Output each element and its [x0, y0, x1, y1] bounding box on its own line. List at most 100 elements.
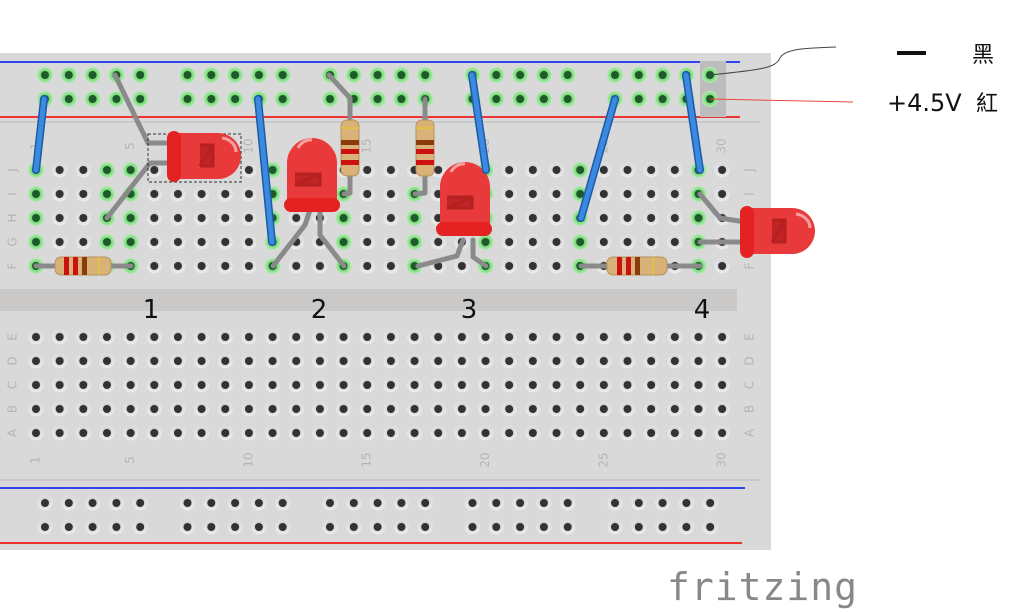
hole-A26[interactable]	[623, 429, 632, 437]
bottom-rail-pos-hole-13[interactable]	[373, 523, 382, 531]
bottom-rail-neg-hole-10[interactable]	[278, 499, 287, 507]
hole-H17[interactable]	[410, 214, 419, 222]
hole-J25[interactable]	[599, 166, 608, 174]
bottom-rail-pos-hole-12[interactable]	[349, 523, 358, 531]
hole-G28[interactable]	[670, 238, 679, 246]
hole-E29[interactable]	[694, 333, 703, 341]
resistor-r1[interactable]	[54, 256, 112, 276]
resistor-r4[interactable]	[606, 256, 668, 276]
hole-H5[interactable]	[126, 214, 135, 222]
hole-D30[interactable]	[718, 357, 727, 365]
hole-J5[interactable]	[126, 166, 135, 174]
bottom-rail-neg-hole-24[interactable]	[682, 499, 691, 507]
hole-B11[interactable]	[268, 405, 277, 413]
bottom-rail-neg-hole-12[interactable]	[349, 499, 358, 507]
hole-E24[interactable]	[576, 333, 585, 341]
hole-J3[interactable]	[79, 166, 88, 174]
hole-A11[interactable]	[268, 429, 277, 437]
hole-G26[interactable]	[623, 238, 632, 246]
hole-I4[interactable]	[102, 190, 111, 198]
hole-B23[interactable]	[552, 405, 561, 413]
hole-I1[interactable]	[32, 190, 40, 198]
hole-D25[interactable]	[599, 357, 608, 365]
hole-I24[interactable]	[576, 190, 585, 198]
hole-C5[interactable]	[126, 381, 135, 389]
bottom-rail-pos-hole-18[interactable]	[516, 523, 525, 531]
hole-C29[interactable]	[694, 381, 703, 389]
hole-B24[interactable]	[576, 405, 585, 413]
top-rail-pos-hole-20[interactable]	[563, 95, 572, 103]
hole-E27[interactable]	[647, 333, 656, 341]
bottom-rail-neg-hole-15[interactable]	[421, 499, 430, 507]
hole-I9[interactable]	[221, 190, 230, 198]
hole-G16[interactable]	[386, 238, 395, 246]
top-rail-pos-hole-6[interactable]	[183, 95, 192, 103]
hole-A12[interactable]	[292, 429, 301, 437]
hole-G2[interactable]	[55, 238, 64, 246]
top-rail-pos-hole-4[interactable]	[112, 95, 121, 103]
hole-D26[interactable]	[623, 357, 632, 365]
hole-J16[interactable]	[386, 166, 395, 174]
bottom-rail-neg-hole-16[interactable]	[468, 499, 477, 507]
top-rail-neg-hole-10[interactable]	[278, 71, 287, 79]
top-rail-pos-hole-23[interactable]	[658, 95, 667, 103]
bottom-rail-neg-hole-25[interactable]	[706, 499, 715, 507]
hole-I15[interactable]	[363, 190, 372, 198]
hole-A24[interactable]	[576, 429, 585, 437]
hole-C23[interactable]	[552, 381, 561, 389]
hole-F15[interactable]	[363, 262, 372, 270]
hole-E22[interactable]	[528, 333, 537, 341]
hole-G4[interactable]	[102, 238, 111, 246]
bottom-rail-pos-hole-19[interactable]	[539, 523, 548, 531]
hole-D28[interactable]	[670, 357, 679, 365]
hole-E17[interactable]	[410, 333, 419, 341]
hole-B22[interactable]	[528, 405, 537, 413]
hole-B14[interactable]	[339, 405, 348, 413]
hole-D29[interactable]	[694, 357, 703, 365]
bottom-rail-neg-hole-23[interactable]	[658, 499, 667, 507]
hole-G22[interactable]	[528, 238, 537, 246]
hole-A1[interactable]	[32, 429, 40, 437]
hole-E20[interactable]	[481, 333, 490, 341]
hole-G15[interactable]	[363, 238, 372, 246]
bottom-rail-pos-hole-3[interactable]	[88, 523, 97, 531]
top-rail-neg-hole-8[interactable]	[231, 71, 240, 79]
bottom-rail-neg-hole-20[interactable]	[563, 499, 572, 507]
hole-A15[interactable]	[363, 429, 372, 437]
hole-D14[interactable]	[339, 357, 348, 365]
hole-E4[interactable]	[102, 333, 111, 341]
bottom-rail-neg-hole-21[interactable]	[611, 499, 619, 507]
hole-G8[interactable]	[197, 238, 206, 246]
hole-D10[interactable]	[244, 357, 253, 365]
hole-J26[interactable]	[623, 166, 632, 174]
hole-A13[interactable]	[315, 429, 324, 437]
bottom-rail-neg-hole-18[interactable]	[516, 499, 525, 507]
top-rail-neg-hole-9[interactable]	[254, 71, 263, 79]
hole-J18[interactable]	[434, 166, 443, 174]
hole-C12[interactable]	[292, 381, 301, 389]
hole-B6[interactable]	[150, 405, 159, 413]
hole-D2[interactable]	[55, 357, 64, 365]
resistor-r2[interactable]	[340, 119, 360, 177]
hole-A7[interactable]	[173, 429, 182, 437]
hole-G9[interactable]	[221, 238, 230, 246]
hole-J30[interactable]	[718, 166, 727, 174]
hole-D13[interactable]	[315, 357, 324, 365]
hole-H14[interactable]	[339, 214, 348, 222]
hole-B27[interactable]	[647, 405, 656, 413]
hole-B26[interactable]	[623, 405, 632, 413]
bottom-rail-neg-hole-6[interactable]	[183, 499, 192, 507]
bottom-rail-pos-hole-20[interactable]	[563, 523, 572, 531]
hole-C6[interactable]	[150, 381, 159, 389]
bottom-rail-neg-hole-2[interactable]	[64, 499, 73, 507]
bottom-rail-neg-hole-8[interactable]	[231, 499, 240, 507]
hole-A17[interactable]	[410, 429, 419, 437]
top-rail-pos-hole-11[interactable]	[326, 95, 334, 103]
hole-F18[interactable]	[434, 262, 443, 270]
bottom-rail-neg-hole-13[interactable]	[373, 499, 382, 507]
bottom-rail-neg-hole-4[interactable]	[112, 499, 121, 507]
bottom-rail-neg-hole-19[interactable]	[539, 499, 548, 507]
hole-B19[interactable]	[457, 405, 466, 413]
hole-E3[interactable]	[79, 333, 88, 341]
hole-C25[interactable]	[599, 381, 608, 389]
